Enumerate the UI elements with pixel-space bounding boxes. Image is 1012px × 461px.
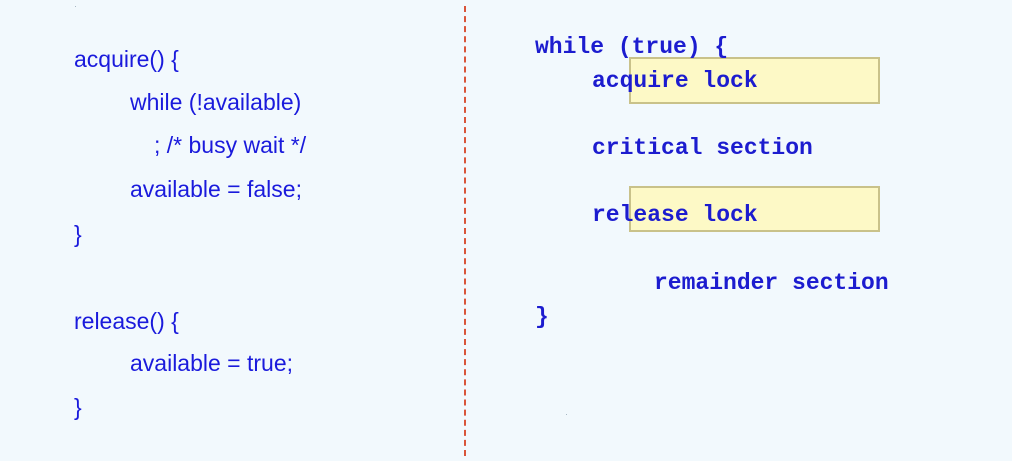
remainder-section-line: remainder section <box>654 270 889 296</box>
set-available-true-line: available = true; <box>130 350 294 376</box>
critical-section-line: critical section <box>592 135 813 161</box>
dashed-divider <box>464 6 466 456</box>
acquire-lock-highlight-box <box>629 57 880 104</box>
while-not-available-line: while (!available) <box>130 89 302 115</box>
speck-mark <box>75 6 76 7</box>
acquire-function-header: acquire() { <box>74 46 179 72</box>
set-available-false-line: available = false; <box>130 176 302 202</box>
busy-wait-line: ; /* busy wait */ <box>154 132 307 158</box>
release-closing-brace: } <box>74 394 82 420</box>
release-lock-highlight-box <box>629 186 880 232</box>
acquire-lock-line: acquire lock <box>592 68 758 94</box>
acquire-closing-brace: } <box>74 221 82 247</box>
speck-mark <box>566 414 567 415</box>
release-lock-line: release lock <box>592 202 758 228</box>
loop-closing-brace: } <box>535 304 549 330</box>
release-function-header: release() { <box>74 308 179 334</box>
while-true-line: while (true) { <box>535 34 729 60</box>
